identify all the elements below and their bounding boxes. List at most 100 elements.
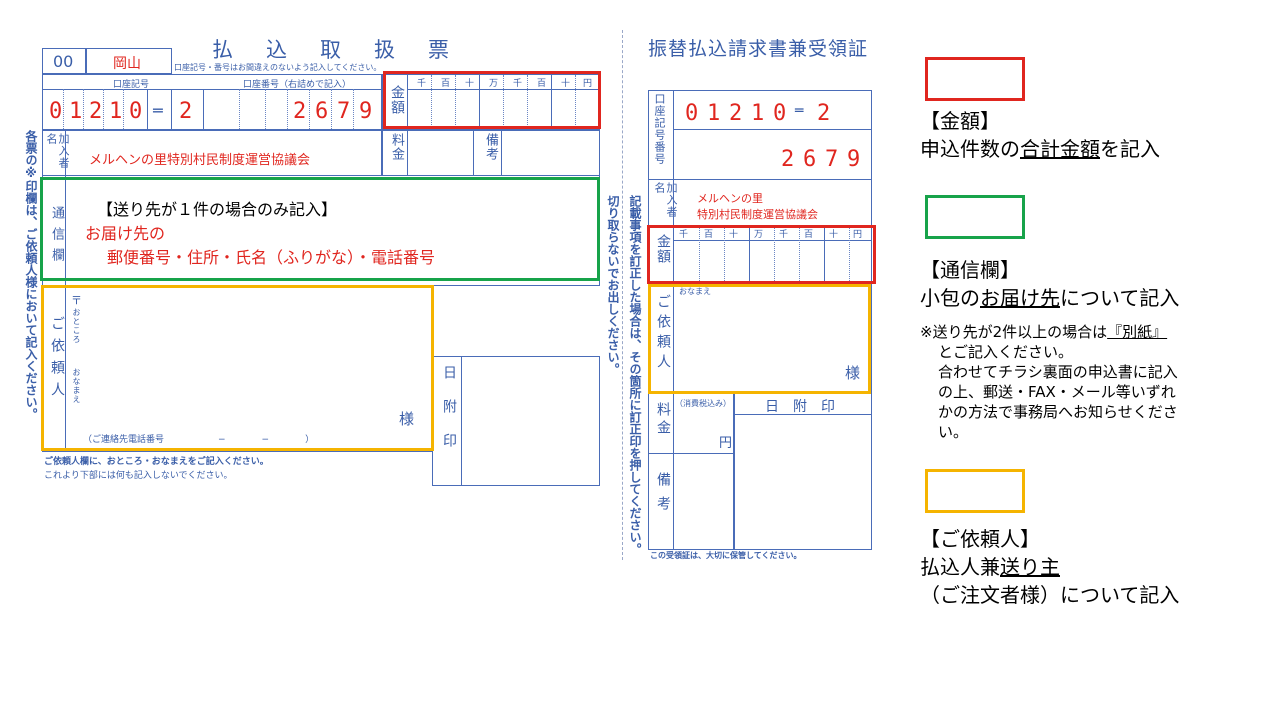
postal-mark: 〒 (71, 294, 82, 307)
amount-unit: 万 (489, 79, 499, 89)
receipt-symbol-digit: 1 (751, 101, 765, 126)
legend-amount-desc-post: を記入 (1100, 137, 1160, 161)
remarks-label: 備考 (483, 133, 498, 161)
amount-unit: 円 (583, 79, 593, 89)
receipt-amount-unit: 百 (704, 230, 714, 240)
footer-note-2: これより下部には何も記入しないでください。 (44, 471, 233, 481)
name-label: おなまえ (72, 368, 81, 404)
account-number-digit: 7 (337, 99, 351, 124)
equals-mark: ═ (153, 101, 163, 120)
left-correspondence-highlight (40, 177, 600, 281)
correspondence-line1: お届け先の (85, 224, 166, 243)
receipt-tax-label: （消費税込み） (675, 399, 731, 408)
amount-label: 金額 (389, 85, 405, 115)
amount-unit: 百 (441, 79, 451, 89)
note-line: ※送り先が2件以上の場合は『別紙』 (920, 322, 1250, 342)
legend-correspondence-desc: 小包のお届け先について記入 (920, 284, 1179, 312)
legend-correspondence-desc-post: について記入 (1060, 286, 1180, 310)
receipt-account-label: 口座記号番号 (653, 93, 666, 165)
receipt-subscriber-name-2: 特別村民制度運営協議会 (697, 208, 818, 221)
receipt-amount-unit: 千 (679, 230, 689, 240)
legend-amount-desc: 申込件数の合計金額を記入 (920, 135, 1160, 163)
cut-note: 切り取らないでお出しください。 (606, 195, 620, 375)
legend-correspondence-desc-underline: お届け先 (980, 286, 1060, 310)
stamp-area: 日附印 (432, 356, 600, 486)
receipt-amount-unit: 円 (853, 230, 863, 240)
receipt-amount-block: 金額 千 百 十 万 千 百 十 円 (648, 226, 872, 282)
account-number-digit: 9 (359, 99, 373, 124)
receipt-account-block: 口座記号番号 0 1 2 1 0 ═ 2 2 6 7 9 (648, 90, 872, 180)
receipt-footer: この受領証は、大切に保管してください。 (650, 551, 802, 560)
receipt-remarks-label: 備考 (655, 472, 671, 520)
receipt-requester-label: ご依頼人 (655, 294, 671, 374)
receipt-amount-unit: 千 (779, 230, 789, 240)
sama-label: 様 (399, 410, 415, 428)
receipt-number-digit: 2 (781, 147, 795, 172)
legend-amount-desc-pre: 申込件数の (920, 137, 1020, 161)
receipt-form-right: 振替払込請求書兼受領証 口座記号番号 0 1 2 1 0 ═ 2 2 6 7 9… (648, 34, 878, 564)
amount-unit: 十 (561, 79, 571, 89)
receipt-number-digit: 6 (803, 147, 817, 172)
receipt-title: 振替払込請求書兼受領証 (648, 38, 869, 60)
note-line: の上、郵送・FAX・メール等いずれ (938, 383, 1176, 401)
subscriber-name: メルヘンの里特別村民制度運営協議会 (89, 153, 311, 168)
branch-name: 岡山 (113, 56, 141, 72)
receipt-fee-block: 料金 （消費税込み） 円 (648, 394, 734, 454)
receipt-equals-mark: ═ (795, 103, 804, 119)
header-note: 口座記号・番号はお間違えのないよう記入してください。 (174, 63, 382, 72)
note-line: 合わせてチラシ裏面の申込書に記入 (938, 363, 1178, 381)
form-code-box: 00 (42, 48, 86, 74)
fee-remarks-row: 料金 備考 (382, 130, 600, 176)
receipt-symbol-digit: 0 (773, 101, 787, 126)
receipt-fee-label: 料金 (655, 402, 671, 438)
receipt-amount-label: 金額 (655, 234, 671, 264)
receipt-stamp-block: 日 附 印 (734, 394, 872, 550)
receipt-yen: 円 (719, 436, 733, 451)
correction-note: 記載事項を訂正した場合は、その箇所に訂正印を押してください。 (628, 195, 642, 555)
legend-requester-desc-pre: 払込人兼 (920, 555, 1000, 579)
receipt-symbol-digit: 1 (707, 101, 721, 126)
receipt-sama-label: 様 (845, 364, 861, 382)
account-symbol-digit: 1 (109, 99, 123, 124)
legend-correspondence-swatch (925, 195, 1025, 239)
left-requester-highlight (41, 285, 434, 451)
note-underline: 『別紙』 (1107, 323, 1168, 341)
account-symbol-digit: 2 (89, 99, 103, 124)
receipt-amount-unit: 十 (729, 230, 739, 240)
account-check-digit: 2 (179, 99, 193, 124)
legend-requester-desc-line2: （ご注文者様）について記入 (920, 583, 1180, 607)
receipt-remarks-block: 備考 (648, 454, 734, 550)
note-line: かの方法で事務局へお知らせくださ (938, 403, 1178, 421)
legend-amount-title: 【金額】 (920, 109, 1000, 133)
receipt-check-digit: 2 (817, 101, 831, 126)
receipt-amount-unit: 百 (804, 230, 814, 240)
receipt-stamp-label: 日 附 印 (765, 399, 835, 415)
legend-amount-desc-underline: 合計金額 (1020, 137, 1100, 161)
account-number-digit: 2 (293, 99, 307, 124)
legend-requester-desc: 払込人兼送り主 (920, 553, 1060, 581)
note-line: い。 (938, 423, 969, 441)
receipt-amount-unit: 十 (829, 230, 839, 240)
footer-note-1: ご依頼人欄に、おところ・おなまえをご記入ください。 (44, 457, 269, 467)
account-symbol-digit: 1 (69, 99, 83, 124)
phone-label: （ご連絡先電話番号 − − ） (83, 435, 315, 445)
receipt-symbol-digit: 0 (685, 101, 699, 126)
left-amount-highlight (383, 71, 601, 129)
receipt-subscriber-label: 加入者名 (653, 182, 678, 218)
account-symbol-label: 口座記号 (113, 80, 150, 90)
right-requester-highlight (648, 284, 871, 394)
amount-section: 金額 千 百 十 万 千 百 十 円 (382, 74, 600, 130)
form-code: 00 (53, 52, 74, 71)
slip-title: 払 込 取 扱 票 (212, 38, 455, 62)
amount-unit: 百 (537, 79, 547, 89)
receipt-subscriber-name-1: メルヘンの里 (697, 192, 763, 205)
legend-correspondence-title: 【通信欄】 (920, 258, 1020, 282)
payment-slip-left: 払 込 取 扱 票 00 岡山 口座記号・番号はお間違えのないよう記入してくださ… (22, 30, 612, 490)
account-number-digit: 6 (315, 99, 329, 124)
subscriber-row: 加入者名 メルヘンの里特別村民制度運営協議会 (42, 130, 382, 176)
legend-requester-desc-underline: 送り主 (1000, 555, 1060, 579)
account-symbol-digit: 0 (49, 99, 63, 124)
receipt-amount-unit: 万 (754, 230, 764, 240)
legend-amount-swatch (925, 57, 1025, 101)
amount-unit: 千 (417, 79, 427, 89)
